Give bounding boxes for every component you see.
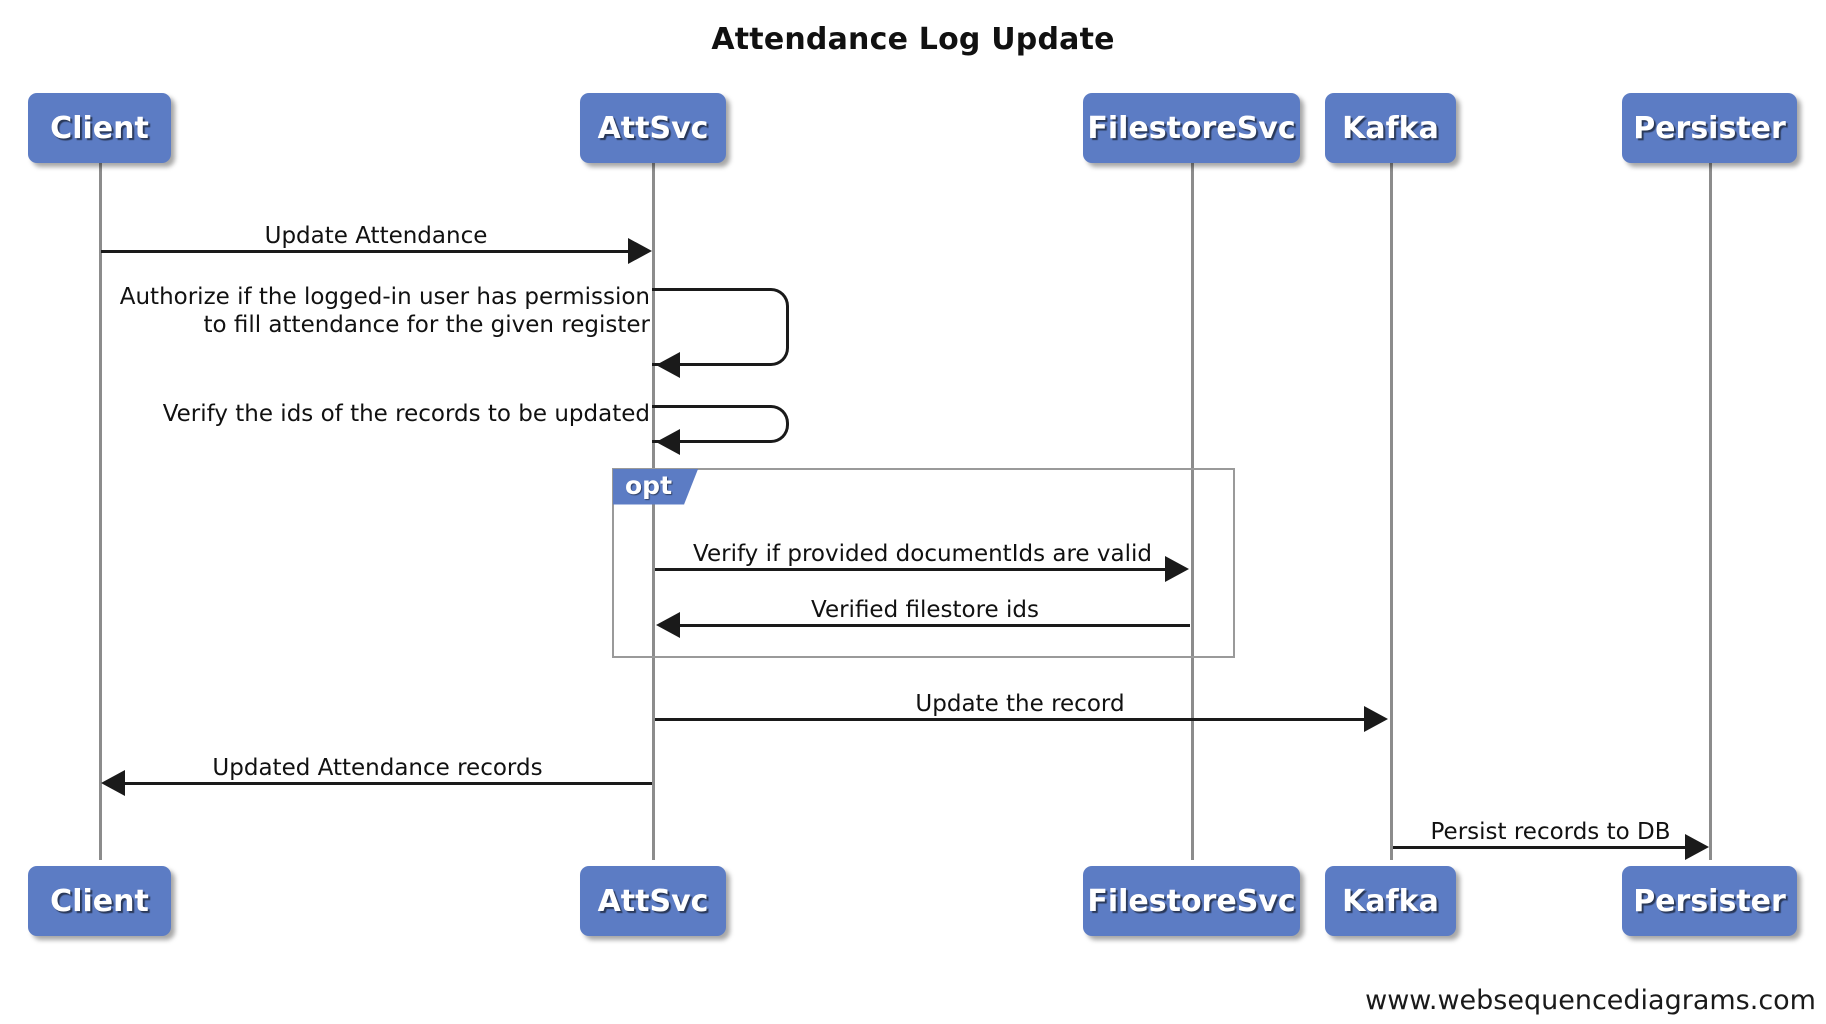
footer-watermark: www.websequencediagrams.com	[1365, 985, 1816, 1016]
lifeline-persister	[1709, 160, 1712, 860]
message-line-verified-filestore-ids	[680, 624, 1190, 627]
message-label-authorize-permission: Authorize if the logged-in user has perm…	[119, 284, 650, 339]
participant-label-attsvc-bottom: AttSvc	[597, 883, 709, 919]
participant-box-kafka-top[interactable]: Kafka	[1325, 93, 1456, 163]
message-arrowhead-verify-documentids	[1165, 556, 1189, 582]
fragment-opt-tab: opt	[613, 469, 698, 505]
participant-box-attsvc-top[interactable]: AttSvc	[580, 93, 726, 163]
participant-label-attsvc: AttSvc	[597, 110, 709, 146]
lifeline-attsvc	[652, 160, 655, 860]
participant-box-persister-bottom[interactable]: Persister	[1622, 866, 1797, 936]
page-title: Attendance Log Update	[711, 22, 1115, 57]
message-label-updated-attendance-records: Updated Attendance records	[212, 755, 543, 781]
lifeline-client	[99, 160, 102, 860]
message-line-verify-documentids	[655, 568, 1165, 571]
message-line-update-attendance	[101, 250, 631, 253]
participant-box-filestoresvc-top[interactable]: FilestoreSvc	[1083, 93, 1300, 163]
message-line-update-the-record	[655, 718, 1365, 721]
selfcall-loop-authorize	[652, 288, 789, 366]
participant-label-filestoresvc-bottom: FilestoreSvc	[1087, 883, 1296, 919]
message-line-updated-attendance-records	[125, 782, 652, 785]
selfcall-loop-verify-ids	[652, 405, 789, 443]
lifeline-kafka	[1390, 160, 1393, 860]
message-arrowhead-updated-attendance-records	[101, 770, 125, 796]
participant-box-filestoresvc-bottom[interactable]: FilestoreSvc	[1083, 866, 1300, 936]
message-label-persist-records-to-db: Persist records to DB	[1430, 819, 1671, 845]
participant-label-kafka-bottom: Kafka	[1342, 883, 1439, 919]
message-label-update-attendance: Update Attendance	[264, 223, 488, 249]
participant-box-attsvc-bottom[interactable]: AttSvc	[580, 866, 726, 936]
message-label-verified-filestore-ids: Verified filestore ids	[811, 597, 1039, 623]
lifeline-filestoresvc	[1191, 160, 1194, 860]
message-label-update-the-record: Update the record	[915, 691, 1125, 717]
participant-label-filestoresvc: FilestoreSvc	[1087, 110, 1296, 146]
participant-box-client-bottom[interactable]: Client	[28, 866, 171, 936]
fragment-opt-box	[612, 468, 1235, 658]
participant-box-persister-top[interactable]: Persister	[1622, 93, 1797, 163]
participant-label-client-bottom: Client	[50, 883, 149, 919]
participant-label-kafka: Kafka	[1342, 110, 1439, 146]
selfcall-arrowhead-verify-ids	[656, 429, 680, 455]
participant-label-persister-bottom: Persister	[1633, 883, 1786, 919]
message-line-persist-records-to-db	[1393, 846, 1685, 849]
message-label-verify-documentids: Verify if provided documentIds are valid	[693, 541, 1152, 567]
participant-label-persister: Persister	[1633, 110, 1786, 146]
selfcall-arrowhead-authorize	[656, 352, 680, 378]
message-arrowhead-update-attendance	[628, 238, 652, 264]
message-arrowhead-verified-filestore-ids	[656, 612, 680, 638]
participant-box-kafka-bottom[interactable]: Kafka	[1325, 866, 1456, 936]
message-label-verify-record-ids: Verify the ids of the records to be upda…	[162, 401, 650, 427]
participant-box-client-top[interactable]: Client	[28, 93, 171, 163]
message-arrowhead-persist-records-to-db	[1685, 834, 1709, 860]
message-arrowhead-update-the-record	[1364, 706, 1388, 732]
participant-label-client: Client	[50, 110, 149, 146]
